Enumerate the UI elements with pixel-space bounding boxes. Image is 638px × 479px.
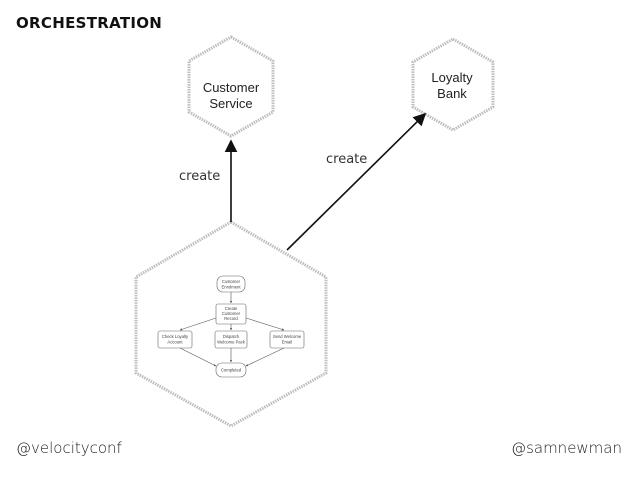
workflow-create-label-2: Customer xyxy=(222,311,241,316)
workflow-welcome-pack-label-2: Welcome Pack xyxy=(217,340,246,345)
customer-service-label-1: Customer xyxy=(203,80,260,95)
workflow-start xyxy=(216,275,246,293)
workflow-loyalty xyxy=(157,330,193,349)
loyalty-bank-node: Loyalty Bank xyxy=(411,37,495,132)
footer-author-handle: @samnewman xyxy=(511,439,622,457)
workflow-loyalty-label-1: Check Loyalty xyxy=(162,334,189,339)
workflow-welcome-pack xyxy=(214,330,248,349)
workflow-diagram: Customer Enrolment Create Customer Recor… xyxy=(157,275,305,378)
workflow-welcome-email-label-2: Email xyxy=(282,340,293,345)
create-label-loyalty-bank: create xyxy=(326,152,367,167)
create-arrow-loyalty-bank xyxy=(286,112,427,251)
workflow-welcome-email xyxy=(269,330,305,349)
workflow-create-record xyxy=(215,303,247,325)
workflow-create-label-3: Record xyxy=(224,316,238,321)
slide-title: ORCHESTRATION xyxy=(16,14,163,32)
workflow-create-label-1: Create xyxy=(225,306,238,311)
workflow-welcome-email-label-1: Send Welcome xyxy=(273,334,302,339)
workflow-welcome-pack-label-1: Dispatch xyxy=(223,334,240,339)
workflow-end xyxy=(215,362,247,378)
workflow-start-label-1: Customer xyxy=(222,279,241,284)
workflow-start-label-2: Enrolment xyxy=(221,285,241,290)
create-label-customer-service: create xyxy=(179,169,220,184)
footer-conference-handle: @velocityconf xyxy=(16,439,122,457)
workflow-end-label: Completed xyxy=(221,368,242,373)
loyalty-bank-label-2: Bank xyxy=(437,86,467,101)
customer-service-node: Customer Service xyxy=(187,35,275,138)
loyalty-bank-label-1: Loyalty xyxy=(431,70,473,85)
customer-service-label-2: Service xyxy=(209,96,252,111)
workflow-loyalty-label-2: Account xyxy=(167,340,183,345)
